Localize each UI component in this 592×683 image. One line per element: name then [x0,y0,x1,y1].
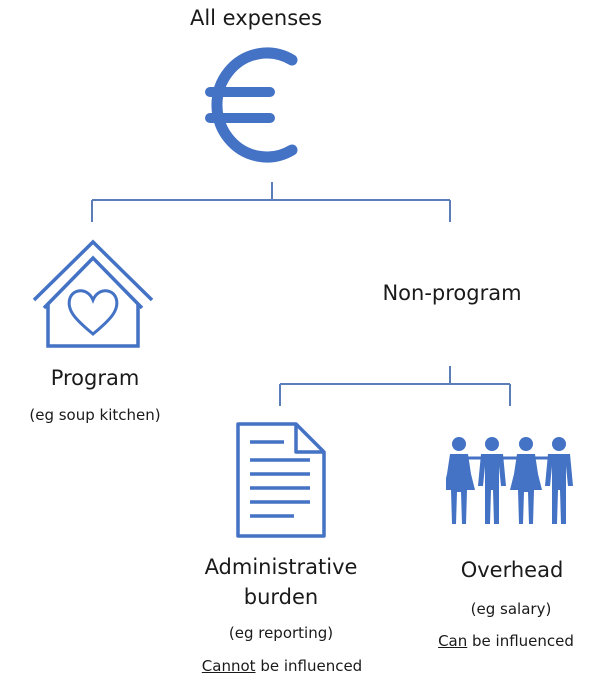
document-icon [236,422,326,538]
program-example: (eg soup kitchen) [29,406,161,424]
administrative-note-text: be influenced [255,657,363,675]
euro-icon [205,47,298,163]
overhead-example: (eg salary) [470,600,552,618]
administrative-label: Administrative burden [186,552,376,612]
overhead-label: Overhead [460,558,564,582]
people-icon [446,437,573,524]
administrative-label-line2: burden [243,585,319,609]
root-title: All expenses [189,6,323,30]
overhead-note-text: be influenced [467,632,574,650]
overhead-note-emphasis: Can [438,632,468,650]
non-program-label: Non-program [382,281,522,305]
administrative-note-emphasis: Cannot [201,657,256,675]
program-label: Program [50,366,140,390]
administrative-label-line1: Administrative [204,555,358,579]
house-heart-icon [32,239,154,348]
overhead-note: Can be influenced [420,632,592,650]
administrative-note: Cannot be influenced [172,657,392,675]
administrative-example: (eg reporting) [228,624,334,642]
